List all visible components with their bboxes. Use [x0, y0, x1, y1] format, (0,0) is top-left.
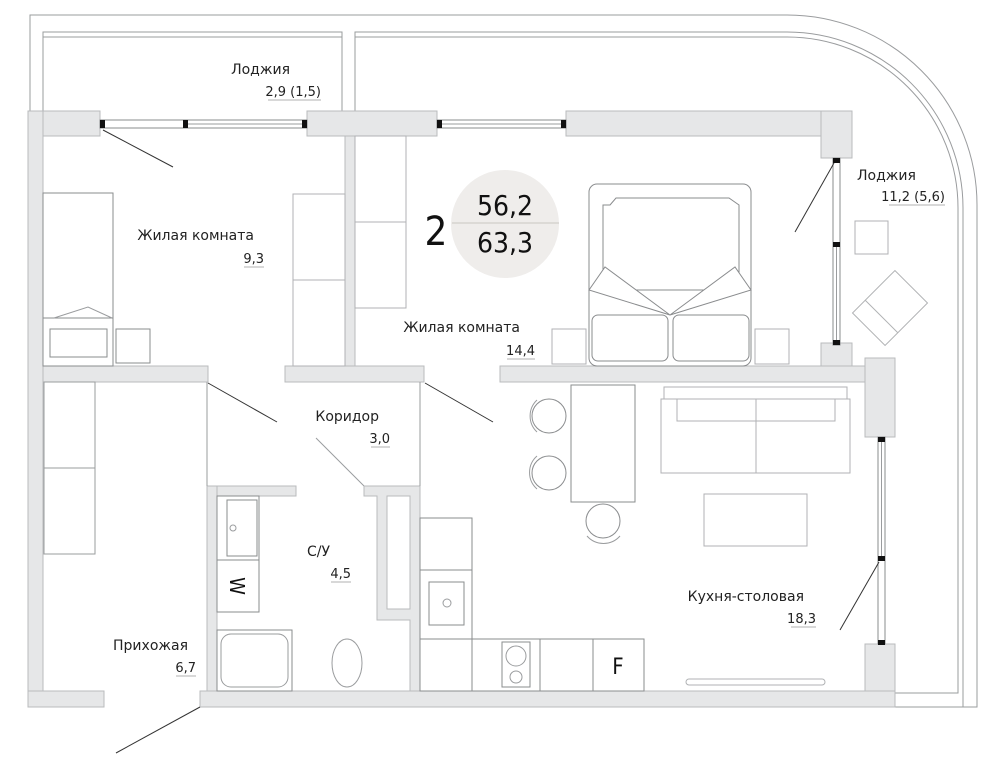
- room-labels: Лоджия 2,9 (1,5) Жилая комната 9,3 Жилая…: [113, 62, 945, 677]
- room-name-kitchen: Кухня-столовая: [688, 589, 804, 605]
- room-area-hallway: 6,7: [175, 661, 196, 676]
- room-area-bedroom-large: 14,4: [506, 344, 535, 359]
- total-area: 63,3: [477, 226, 533, 259]
- coffee-table: [703, 493, 808, 547]
- door-swings: [102, 129, 880, 754]
- room-area-kitchen: 18,3: [787, 612, 816, 627]
- apartment-summary: 2 56,2 63,3: [425, 170, 559, 278]
- windows: [99, 119, 886, 645]
- washer-label: W: [225, 577, 249, 595]
- nightstand: [551, 328, 587, 365]
- nightstand: [754, 328, 790, 365]
- room-area-loggia-top: 2,9 (1,5): [265, 85, 321, 100]
- nightstand: [115, 328, 151, 364]
- room-name-bedroom-large: Жилая комната: [403, 320, 520, 336]
- furniture: F W: [42, 135, 929, 692]
- loggia-outline: [29, 14, 978, 708]
- room-name-bathroom: С/У: [307, 544, 330, 560]
- fridge-label: F: [612, 655, 623, 680]
- rooms-count: 2: [425, 209, 448, 255]
- bed-double: [588, 183, 752, 367]
- room-name-corridor: Коридор: [315, 409, 379, 425]
- lounger: [851, 269, 929, 347]
- room-area-corridor: 3,0: [369, 432, 390, 447]
- living-area: 56,2: [477, 189, 533, 222]
- room-area-loggia-right: 11,2 (5,6): [881, 190, 945, 205]
- room-area-bathroom: 4,5: [330, 567, 351, 582]
- room-name-hallway: Прихожая: [113, 638, 188, 654]
- sofa: [660, 386, 851, 474]
- room-area-bedroom-small: 9,3: [243, 252, 264, 267]
- tv-unit: [685, 678, 826, 686]
- dining-table: [570, 384, 636, 503]
- room-name-loggia-right: Лоджия: [857, 168, 916, 184]
- room-name-loggia-top: Лоджия: [231, 62, 290, 78]
- room-name-bedroom-small: Жилая комната: [137, 228, 254, 244]
